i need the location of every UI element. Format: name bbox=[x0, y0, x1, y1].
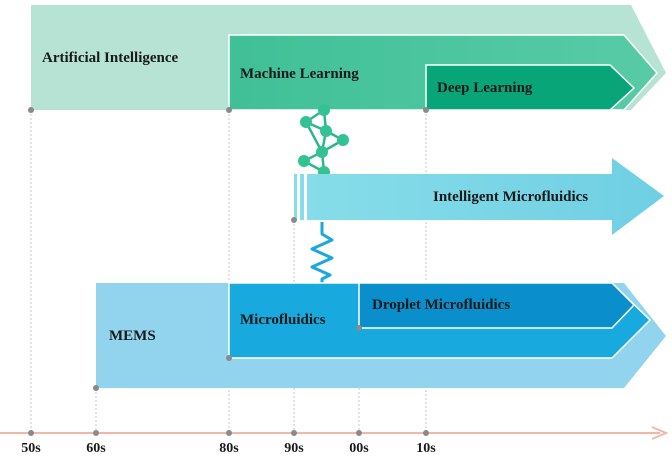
label-deep-learning: Deep Learning bbox=[437, 80, 533, 96]
guide-dots-top bbox=[28, 107, 429, 391]
label-droplet-microfluidics: Droplet Microfluidics bbox=[372, 297, 511, 313]
axis-dots bbox=[28, 430, 429, 436]
timeline-axis bbox=[0, 426, 669, 440]
dl-arrow bbox=[425, 64, 636, 111]
intelligent-microfluidics-arrow bbox=[294, 158, 664, 235]
droplet-microfluidics-arrow bbox=[358, 282, 636, 329]
label-mems: MEMS bbox=[109, 328, 156, 344]
neural-network-icon bbox=[298, 104, 349, 178]
label-microfluidics: Microfluidics bbox=[240, 312, 326, 328]
tick-60s: 60s bbox=[86, 441, 106, 456]
label-artificial-intelligence: Artificial Intelligence bbox=[42, 50, 179, 66]
tick-10s: 10s bbox=[416, 441, 436, 456]
tick-00s: 00s bbox=[349, 441, 369, 456]
tick-80s: 80s bbox=[219, 441, 239, 456]
tick-90s: 90s bbox=[284, 441, 304, 456]
spring-icon bbox=[310, 222, 334, 287]
tick-50s: 50s bbox=[21, 441, 41, 456]
label-machine-learning: Machine Learning bbox=[240, 66, 359, 82]
label-intelligent-microfluidics: Intelligent Microfluidics bbox=[433, 189, 589, 205]
